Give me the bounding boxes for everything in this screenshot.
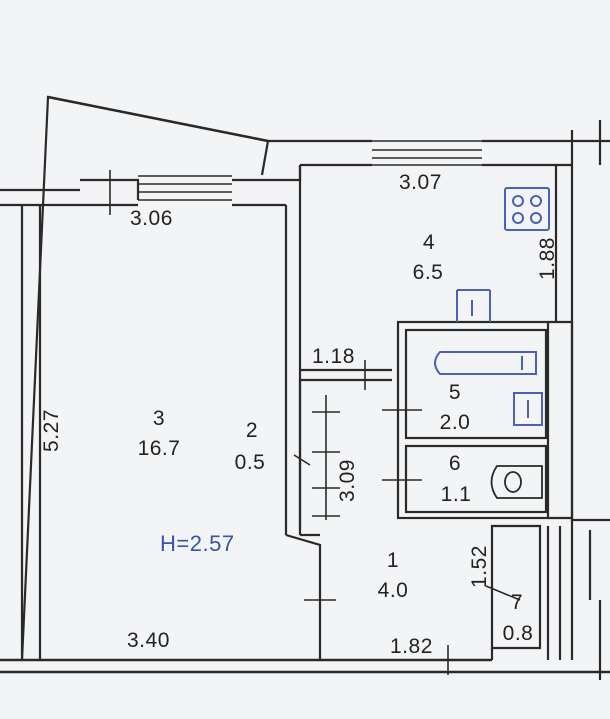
dim-living-bottom: 3.40 xyxy=(127,629,170,652)
ceiling-height-note: H=2.57 xyxy=(160,531,235,556)
dim-hall-bottom: 1.82 xyxy=(390,635,433,658)
room-6-area: 1.1 xyxy=(440,483,472,506)
dim-kitchen-right: 1.88 xyxy=(535,237,559,280)
room-1-number: 1 xyxy=(386,549,400,572)
washbasin-icon xyxy=(513,392,543,426)
room-7-number: 7 xyxy=(510,591,524,614)
bathtub-icon xyxy=(434,351,537,375)
storage-7 xyxy=(490,524,542,650)
room-2-area: 0.5 xyxy=(234,451,266,474)
kitchen-sink-icon xyxy=(456,289,491,322)
room-5-area: 2.0 xyxy=(439,411,471,434)
room-4-number: 4 xyxy=(422,231,436,254)
room-3-number: 3 xyxy=(152,407,166,430)
dim-corridor-mid: 3.09 xyxy=(335,459,359,502)
living-top-wall xyxy=(80,178,140,207)
left-wall xyxy=(20,205,42,660)
dim-corridor-top: 1.18 xyxy=(312,345,355,368)
room-2-number: 2 xyxy=(245,419,259,442)
balcony-rail xyxy=(47,95,269,143)
room-7-area: 0.8 xyxy=(502,622,534,645)
dim-hall-right: 1.52 xyxy=(467,545,491,588)
room-1-area: 4.0 xyxy=(377,579,409,602)
kitchen-top-wall xyxy=(268,139,372,167)
dim-living-left: 5.27 xyxy=(39,409,63,452)
stove-icon xyxy=(504,187,550,231)
bathroom-block xyxy=(396,320,550,520)
kitchen-window xyxy=(372,140,482,166)
room-5-number: 5 xyxy=(448,381,462,404)
kitchen-right-wall xyxy=(554,165,574,322)
balcony-outline xyxy=(20,95,270,661)
room-4-area: 6.5 xyxy=(412,261,444,284)
partition-living-kitchen xyxy=(284,165,302,535)
dim-kitchen-top: 3.07 xyxy=(399,171,442,194)
toilet-icon xyxy=(490,465,543,499)
living-window xyxy=(138,175,232,201)
room-6-number: 6 xyxy=(448,452,462,475)
dim-living-top: 3.06 xyxy=(130,207,173,230)
room-3-area: 16.7 xyxy=(137,437,181,460)
bottom-wall xyxy=(0,658,610,674)
